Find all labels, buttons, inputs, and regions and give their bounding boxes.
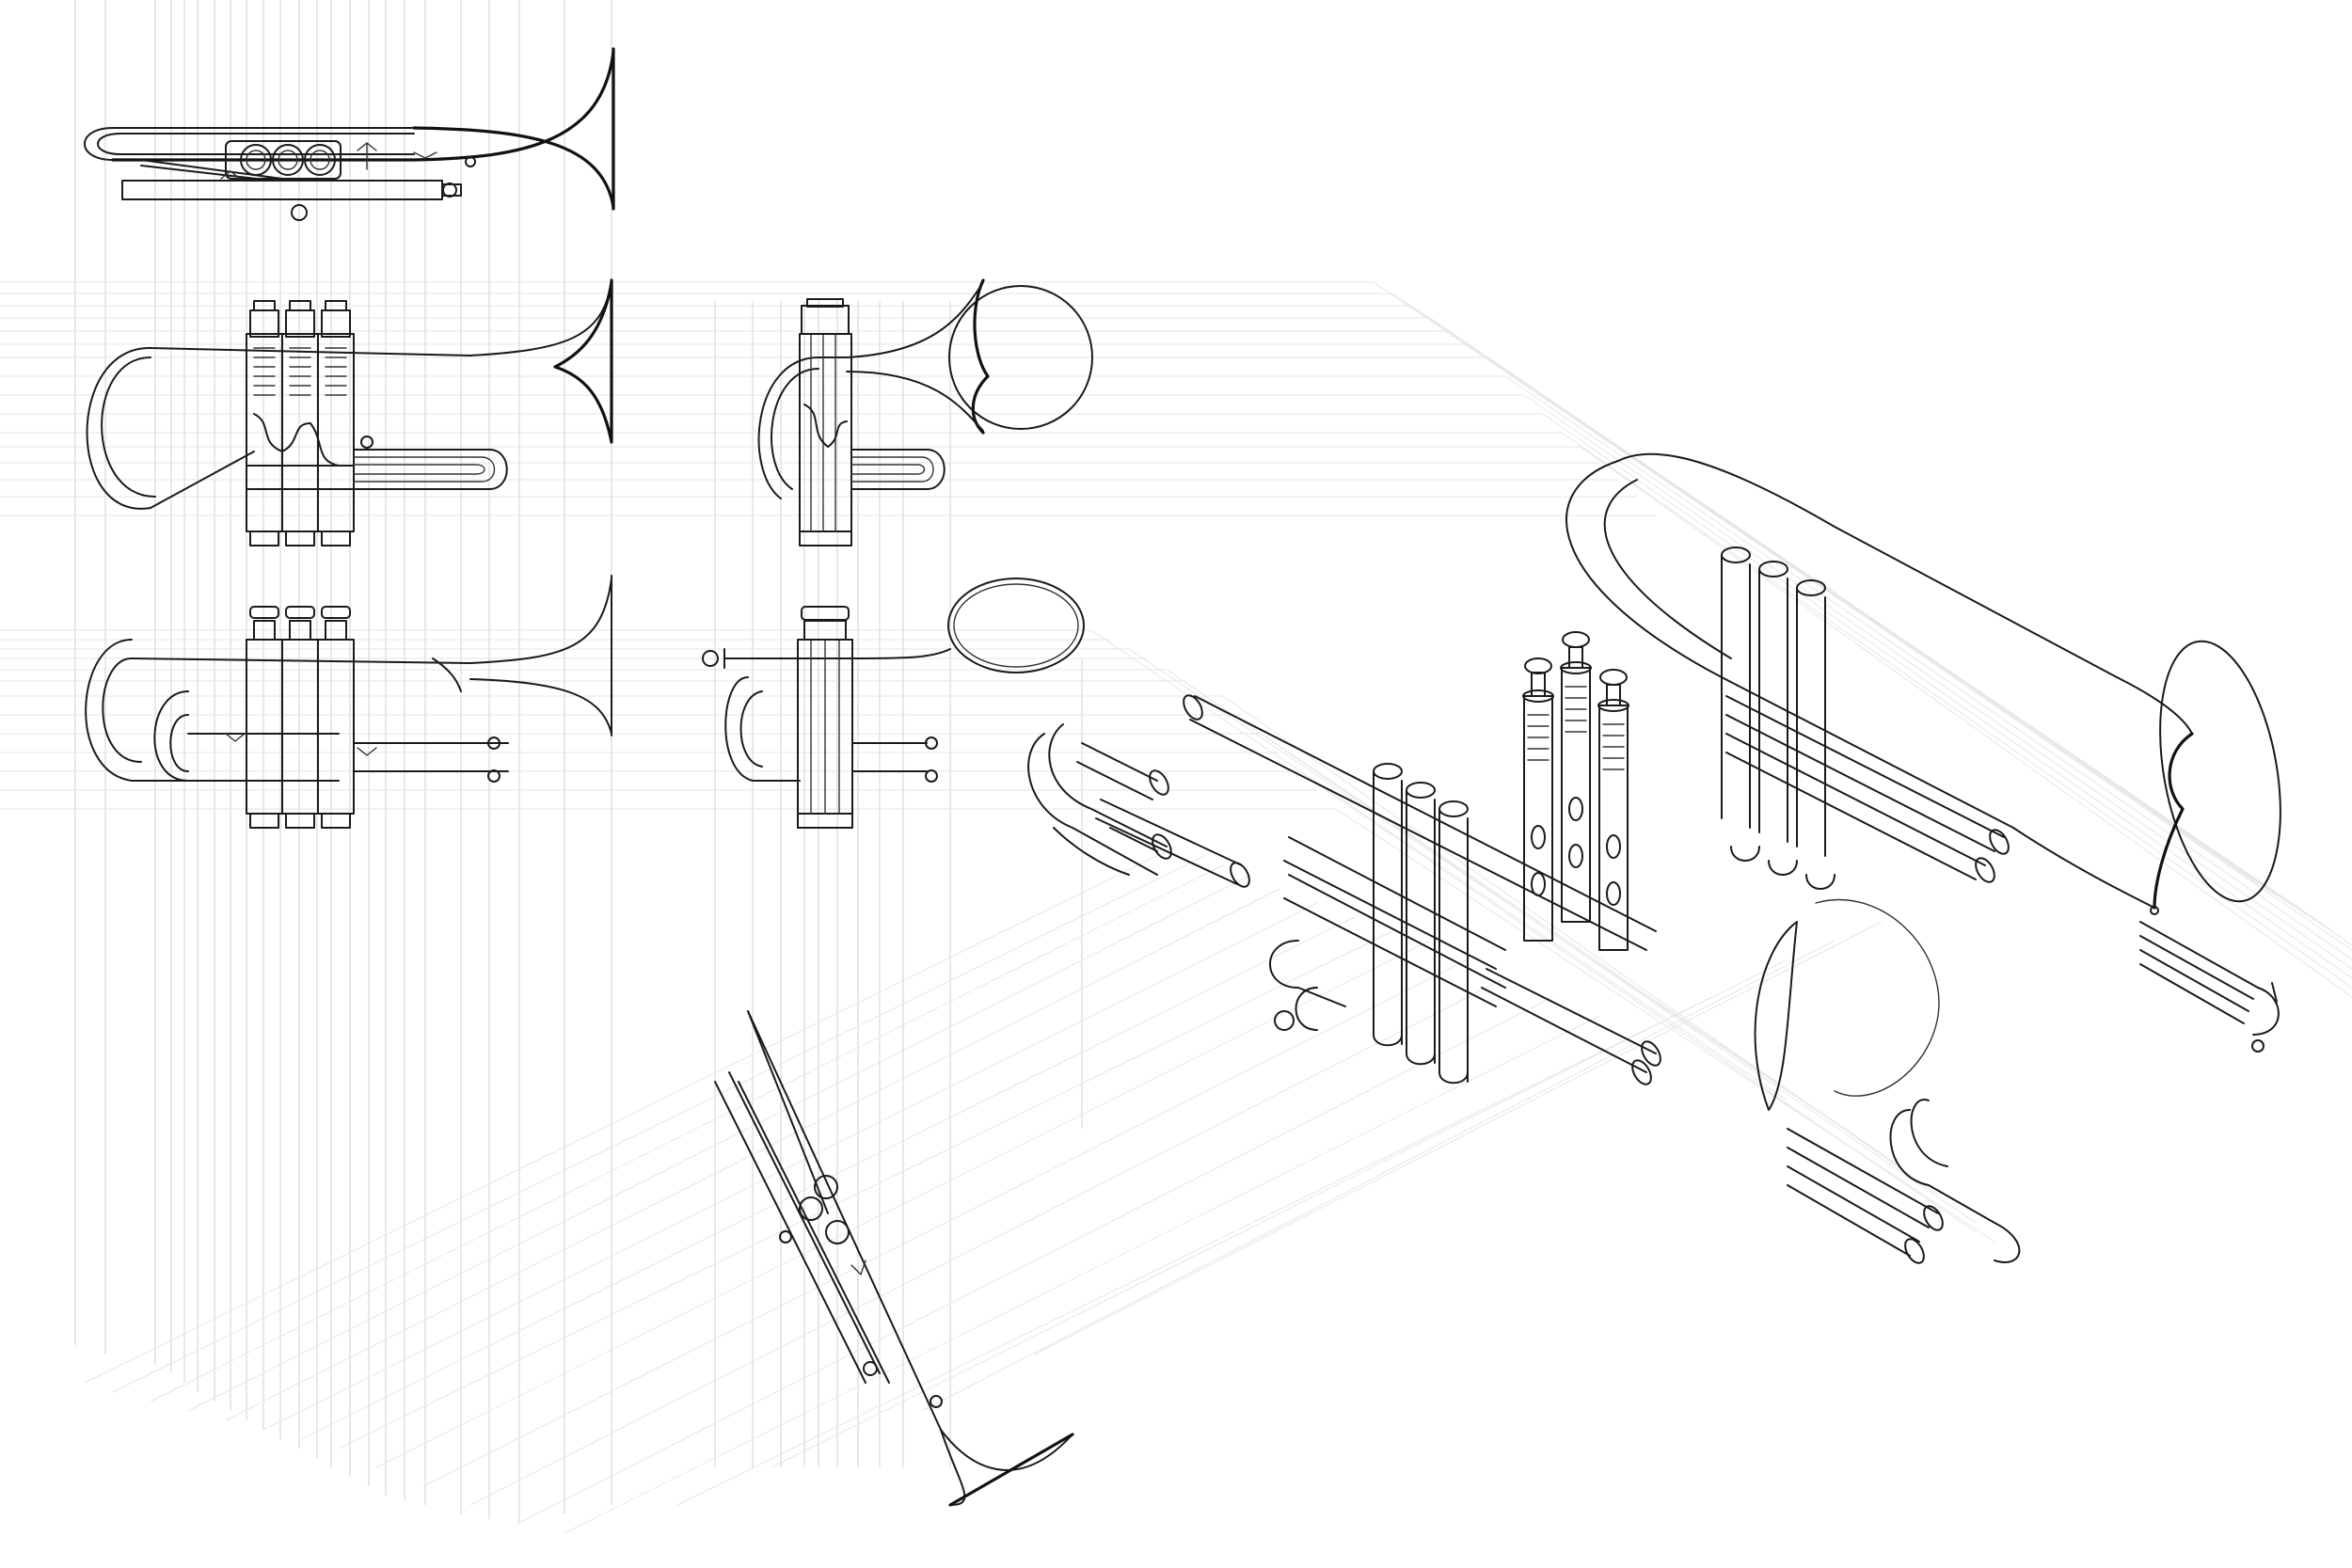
water-key-slide: [2139, 921, 2280, 1053]
piston-valves: [1522, 631, 1629, 951]
exploded-axonometric-view: [1027, 452, 2281, 1264]
rotated-view: [714, 1010, 1074, 1507]
top-view: [84, 47, 615, 221]
first-valve-slide: [1027, 723, 1250, 888]
front-elevation-view: [85, 575, 612, 829]
side-elevation-valves: [797, 606, 853, 815]
third-valve-slide: [1053, 827, 1130, 876]
valve-casings: [1721, 546, 2010, 890]
bell-flare-piece: [1754, 898, 1940, 1111]
front-section-valves: [246, 300, 355, 546]
front-section-view: [86, 278, 613, 546]
main-tuning-slide: [1787, 1099, 2021, 1264]
bell-and-leadpipe: [1565, 452, 2281, 915]
side-section-view: [757, 278, 1093, 546]
front-elevation-valves: [246, 606, 355, 829]
top-view-valve-caps: [225, 140, 342, 180]
valve-cluster-tubes: [1183, 694, 1661, 1085]
side-section-valves: [799, 298, 852, 532]
side-elevation-view: [702, 578, 1085, 829]
